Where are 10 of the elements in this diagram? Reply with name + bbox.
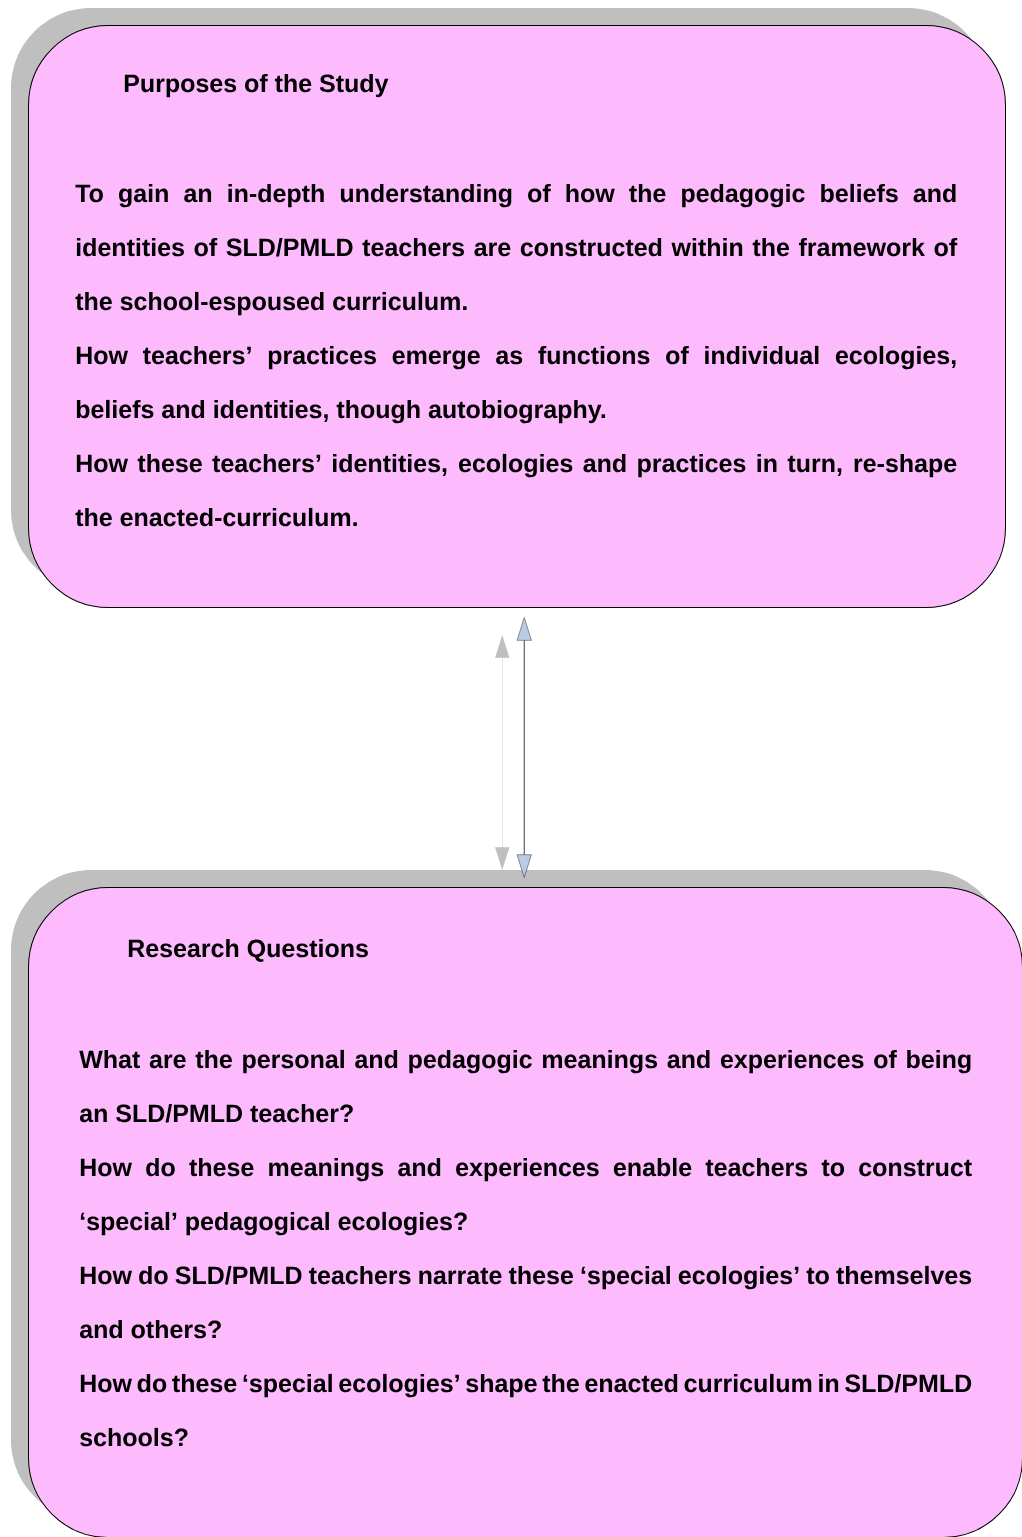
heading: Research Questions [128, 938, 368, 962]
paragraph: How these teachers’ identities, ecologies and practices in turn, re-shape the enacted-curriculum. [75, 453, 957, 527]
heading: Purposes of the Study [124, 73, 389, 98]
paragraph: What are the personal and pedagogic meanings and experiences of being an SLD/PMLD teacher? [79, 1049, 971, 1123]
paragraph: How teachers’ practices emerge as functions of individual ecologies, beliefs and identities, though autobiography. [76, 345, 956, 424]
paragraph: How do these ‘special ecologies’ shape the enacted curriculum in SLD/PMLD schools? [80, 1373, 972, 1447]
paragraph: To gain an in-depth understanding of how the pedagogic beliefs and identities of SLD/PMLD teachers are constructed within the framework of the school-espoused curriculum. [75, 183, 958, 316]
paragraph: How do these meanings and experiences enable teachers to construct ‘special’ pedagogical ecologies? [80, 1157, 972, 1236]
paragraph: How do SLD/PMLD teachers narrate these ‘special ecologies’ to themselves and others? [79, 1265, 972, 1339]
double-arrow [495, 617, 532, 878]
